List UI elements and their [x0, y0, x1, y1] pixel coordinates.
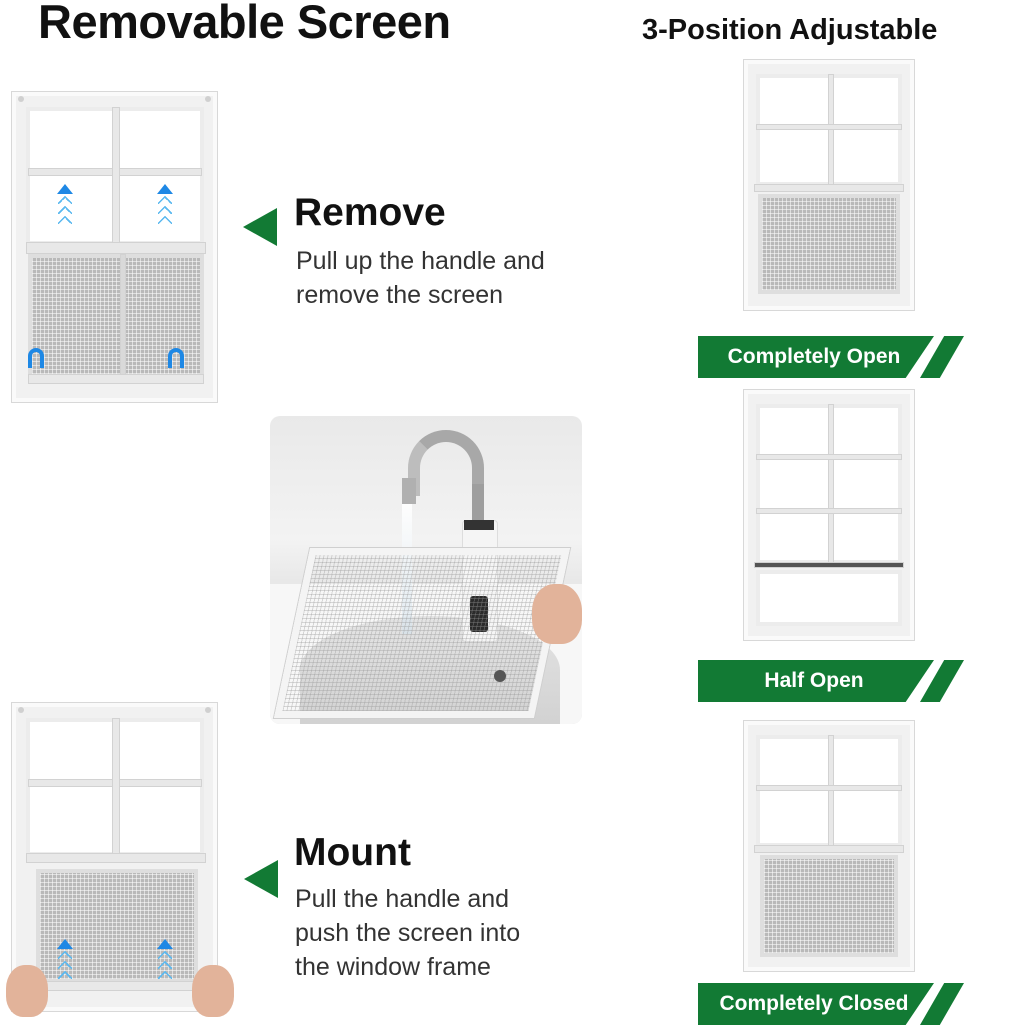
label-completely-open: Completely Open — [698, 336, 966, 378]
label-half-open: Half Open — [698, 660, 966, 702]
mount-step-line-3: the window frame — [295, 953, 491, 981]
label-half-open-text: Half Open — [764, 669, 864, 692]
label-completely-open-text: Completely Open — [727, 345, 901, 368]
remove-step-title: Remove — [294, 191, 446, 234]
up-arrow-icon — [56, 939, 74, 981]
side-title: 3-Position Adjustable — [642, 14, 938, 46]
label-completely-closed-text: Completely Closed — [719, 992, 909, 1015]
remove-step-line-1: Pull up the handle and — [296, 247, 545, 275]
mount-window-illustration — [6, 702, 234, 1017]
up-arrow-icon — [156, 939, 174, 981]
mount-step-title: Mount — [294, 831, 411, 874]
page-title: Removable Screen — [38, 0, 451, 48]
pointer-icon — [243, 208, 277, 246]
window-half-open — [743, 389, 915, 641]
hand — [532, 584, 582, 644]
hand — [192, 965, 234, 1017]
pointer-icon — [244, 860, 278, 898]
window-completely-open — [743, 59, 915, 311]
curved-arrow-icon — [168, 348, 184, 368]
mount-step-line-2: push the screen into — [295, 919, 521, 947]
remove-window-illustration — [11, 91, 218, 403]
up-arrow-icon — [156, 184, 174, 226]
hand — [6, 965, 48, 1017]
window-completely-closed — [743, 720, 915, 972]
remove-step-line-2: remove the screen — [296, 281, 504, 309]
label-completely-closed: Completely Closed — [698, 983, 966, 1025]
up-arrow-icon — [56, 184, 74, 226]
mount-step-line-1: Pull the handle and — [295, 885, 510, 913]
curved-arrow-icon — [28, 348, 44, 368]
washing-screen-photo — [270, 416, 582, 724]
